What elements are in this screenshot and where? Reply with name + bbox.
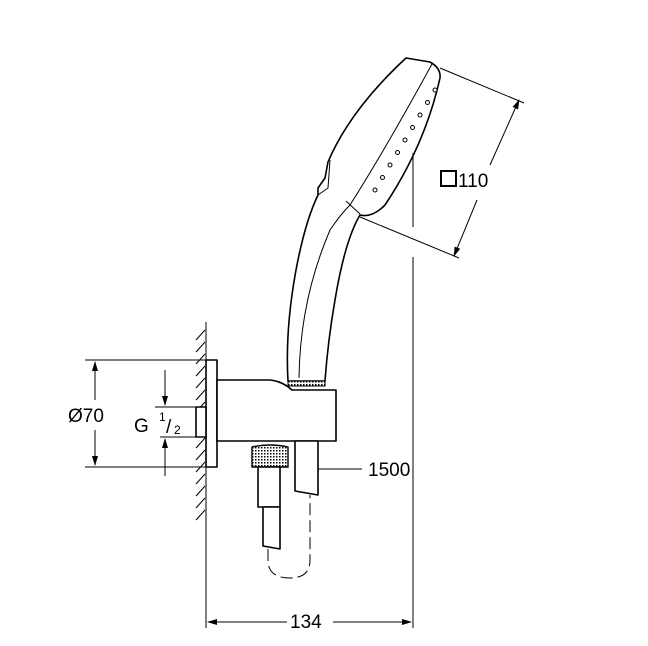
wall-hatch-line [195, 485, 206, 497]
wall-hatch-line [195, 377, 206, 389]
fraction-slash: / [166, 417, 172, 438]
shower-holder [216, 379, 337, 442]
thread-nipple [195, 406, 207, 438]
wall-hatch-line [195, 437, 206, 449]
spray-nozzle [432, 87, 438, 93]
hose-length-label: 1500 [368, 460, 410, 481]
hose-left [262, 506, 281, 550]
spray-nozzle [402, 137, 408, 143]
spray-nozzle [387, 162, 393, 168]
head-size-label: 110 [458, 171, 488, 192]
head-size-dimension: 110 [359, 67, 525, 259]
square-symbol-icon [440, 170, 457, 187]
wall-hatch-line [195, 497, 206, 509]
outlet-diameter-dimension: Ø70 [68, 359, 206, 468]
wall-plate [205, 359, 218, 468]
hose-connector-nut [251, 444, 289, 468]
hose-loop-hidden [267, 495, 311, 579]
thread-denominator: 2 [174, 423, 181, 437]
hose-swivel [287, 380, 326, 387]
wall-hatch-line [195, 509, 206, 521]
wall-hatch-line [195, 389, 206, 401]
wall-hatch-line [195, 341, 206, 353]
thread-dimension: G 1 / 2 [134, 370, 196, 476]
hose-left-sleeve [257, 466, 281, 508]
wall-hatch-line [195, 365, 206, 377]
thread-label: G [134, 416, 149, 437]
wall-hatch-line [195, 449, 206, 461]
wall-hatch-line [195, 329, 206, 341]
wall-hatch-line [195, 473, 206, 485]
hose-length-dimension: 1500 [318, 153, 414, 628]
outlet-diameter-label: Ø70 [68, 406, 104, 427]
hand-shower [286, 57, 441, 387]
thread-numerator: 1 [159, 410, 166, 424]
spray-nozzle [372, 187, 378, 193]
hose-right [294, 440, 319, 496]
spray-nozzle [425, 100, 430, 105]
projection-label: 134 [290, 612, 322, 633]
spray-nozzle [410, 125, 415, 130]
spray-nozzle [380, 175, 385, 180]
projection-dimension: 134 [205, 522, 412, 633]
spray-nozzle [417, 112, 423, 118]
spray-nozzle [395, 150, 400, 155]
wall-hatch-line [195, 353, 206, 365]
